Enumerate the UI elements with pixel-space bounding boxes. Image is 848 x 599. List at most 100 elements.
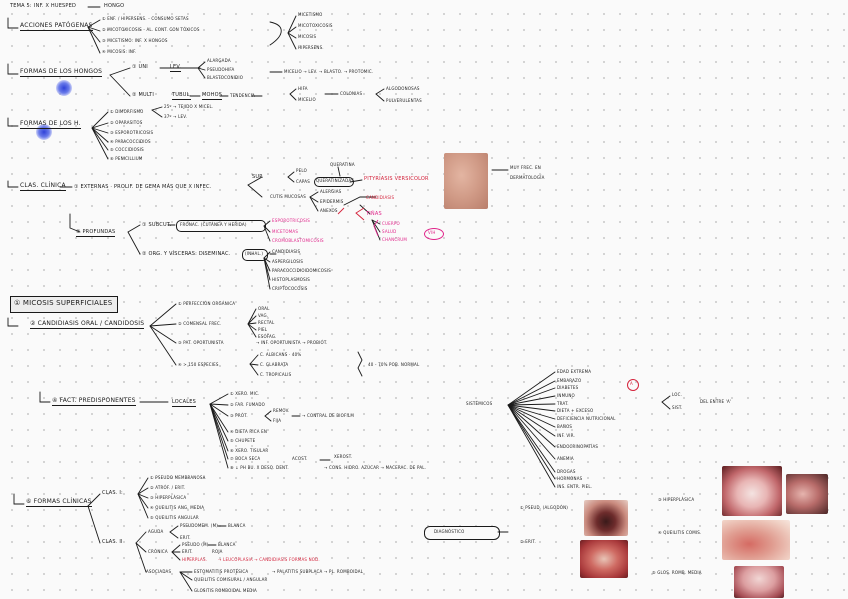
algodonosas-label: ALGODONOSAS [386,86,420,91]
sist-9: INF. VIR. [557,433,575,438]
multi-label: ② MULTI [132,92,155,98]
comensal-3: RECTAL [258,320,275,325]
clas-1-item-2: ② ATRÓF. / ERIT. [150,485,186,490]
locales-item-8: ⑧ ↓ PH BU. X DESQ. DENT. [230,465,289,470]
sist-label: SIST. [672,405,683,410]
hongo-label: HONGO [104,3,125,9]
locales-label: LOCALES [172,399,196,407]
cromoblastomicosis-label: CROMOBLASTOMICOSIS [272,238,324,243]
acciones-title: ACCIONES PATÓGENAS [20,22,93,31]
dermatologia-label: DERMATOLOGÍA [510,175,545,180]
tema-title: INF. X HUESPED [34,3,77,9]
hifa-label: HIFA [298,86,308,91]
lev-label: LEV. [170,64,182,72]
formas-h-item-4: ④ PARACOCCIDIOS [110,139,151,144]
tema-number: TEMA 5: [10,3,32,9]
comensal-2: VAG. [258,313,269,318]
locales-item-5: ⑤ CHUPETE [230,438,256,443]
uni-branch-2: PSEUDOHIFA [207,67,235,72]
aguda-sub-1: PSEUDOMEM. (M) [180,523,218,528]
tinas-sub-3: CHANCRUM [382,237,408,242]
sist-10: ENDOCRINOPATÍAS [557,444,599,449]
sist-13: HORMONAS [557,476,583,481]
eritematosa-photo [580,540,628,578]
micosis-item-2: ② COMENSAL FREC. [178,321,222,326]
aguda-blanca: BLANCA [228,523,246,528]
micosis-sup-title: ① MICOSIS SUPERFICIALES [14,299,113,307]
muy-frec-label: MUY FREC. EN [510,165,541,170]
pulverulentas-label: PULVERULENTAS [386,98,422,103]
formas-h-item-5: ⑤ COCCIDIOSIS [110,147,144,152]
uni-branch-1: ALARGADA [207,58,231,63]
acciones-right-3: MICOSIS [298,34,317,39]
externas-label: ① EXTERNAS · PROLIF. DE GEMA MÁS QUE X I… [74,184,212,190]
clas-2-label: CLAS. II [102,539,123,545]
uni-branch-3: BLASTOCONIDIO [207,75,244,80]
sist-2: EMBARAZO [557,378,582,383]
vih-label: VIH [428,230,436,235]
xerost-label: XEROST. [334,454,353,459]
locales-item-7: ⑦ BOCA SECA [230,456,261,461]
pityriasis-label: PITYRIASIS VERSICOLOR [364,176,429,182]
especie-2: C. GLABRATA [260,362,289,367]
queilitis-label: ④ QUEILITIS COMIS. [658,530,702,535]
formas-clinicas-title: ⑥ FORMAS CLÍNICAS [26,498,92,507]
sist-4: INMUNO [557,393,575,398]
subcut-label: ① SUBCUT. [142,222,172,228]
sistemicos-label: SISTÉMICOS [466,401,493,406]
hiperplasica-label: ③ HIPERPLÁSICA [658,497,695,502]
cronica-sub-2: ERIT. [182,549,193,554]
tendencia-label: TENDENCIA [230,93,256,98]
formas-h-item-6: ⑥ PENICILLIUM [110,156,143,161]
acciones-right-2: MICOTOXICOSIS [298,23,333,28]
cronica-sub-1: PSEUDO (M) [182,542,209,547]
fronac-label: FRONAC. (CUTÁNEA Y HERIDA) [180,222,247,227]
glositis-label: ⑤ GLOS. ROMB. MEDIA [652,570,702,575]
especie-1: C. ALBICANS · 40% [260,352,302,357]
micosis-item-4: ④ > 150 ESPECIES [178,362,219,367]
vih-circle [424,228,444,240]
aguda-sub-2: ERIT. [180,535,191,540]
sist-8: BAÑOS [557,424,573,429]
diagnostico-label: DIAGNÓSTICO [434,529,465,534]
loc-label: LOC. [672,392,683,397]
clas-1-item-1: ① PSEUDO MEMBRANOSA [150,475,206,480]
formas-h-title: FORMAS DE LOS H. [20,120,81,129]
pob-normal-label: 40 - 70% POB. NORMAL [368,362,420,367]
protesis-fija: FIJA [273,418,282,423]
pseudomembranosa-photo [584,500,628,536]
queratinizadas-label: QUERATINIZADAS [316,178,355,183]
tinas-label: TIÑAS [366,211,382,217]
acciones-right-4: HIPERSENS. [298,45,324,50]
a-label: A [630,381,633,386]
hiperplasica-tongue-photo [722,466,782,516]
micosis-item-3: ③ PAT. OPORTUNISTA [178,340,224,345]
queratina-label: QUERATINA [330,162,355,167]
org-list-3: PARACOCCIDIOIDOMICOSIS [272,268,331,273]
formas-hongos-title: FORMAS DE LOS HONGOS [20,68,103,77]
sist-5: TRAT. [557,401,569,406]
sist-6: DIETA + EXCESO [557,408,594,413]
org-list-2: ASPERGILOSIS [272,259,304,264]
erit-label: ② ERIT. [520,539,536,544]
acciones-item-4: ④ MICOSIS: INF. [102,49,137,54]
cronica-label: CRÓNICA [148,549,168,554]
comensal-4: PIEL [258,327,268,332]
candidiasis-oral-title: ② CANDIDIASIS ORAL / CANDIDOSIS [30,320,145,329]
clas-1-item-5: ⑤ QUEILITIS ANGULAR [150,515,199,520]
highlight-marker-1 [56,80,72,96]
asociadas-extra: → PALATITIS SUBPLACA → PL. ROMBOIDAL [272,569,364,574]
formas-h-item-3: ③ ESPOROTRICOSIS [110,130,154,135]
factores-title: ④ FACT. PREDISPONENTES [52,397,136,406]
micosis-item-1: ① PERFECCIÓN ORGÁNICA [178,301,236,306]
micelio2-label: MICELIO [298,97,316,102]
colonias-label: COLONIAS [340,91,363,96]
glositis-photo [734,566,784,598]
asociadas-1: ESTOMATITIS PROTÉSICA [194,569,249,574]
sist-3: DIABETES [557,385,579,390]
formas-h-item-1: ① DIMORFISMO [110,109,144,114]
acciones-item-1: ① ENF. / HIPERSENS. - CONSUMO SETAS [102,16,189,21]
especie-3: C. TROPICALIS [260,372,292,377]
clas-clinica-title: CLAS. CLÍNICA [20,182,66,191]
